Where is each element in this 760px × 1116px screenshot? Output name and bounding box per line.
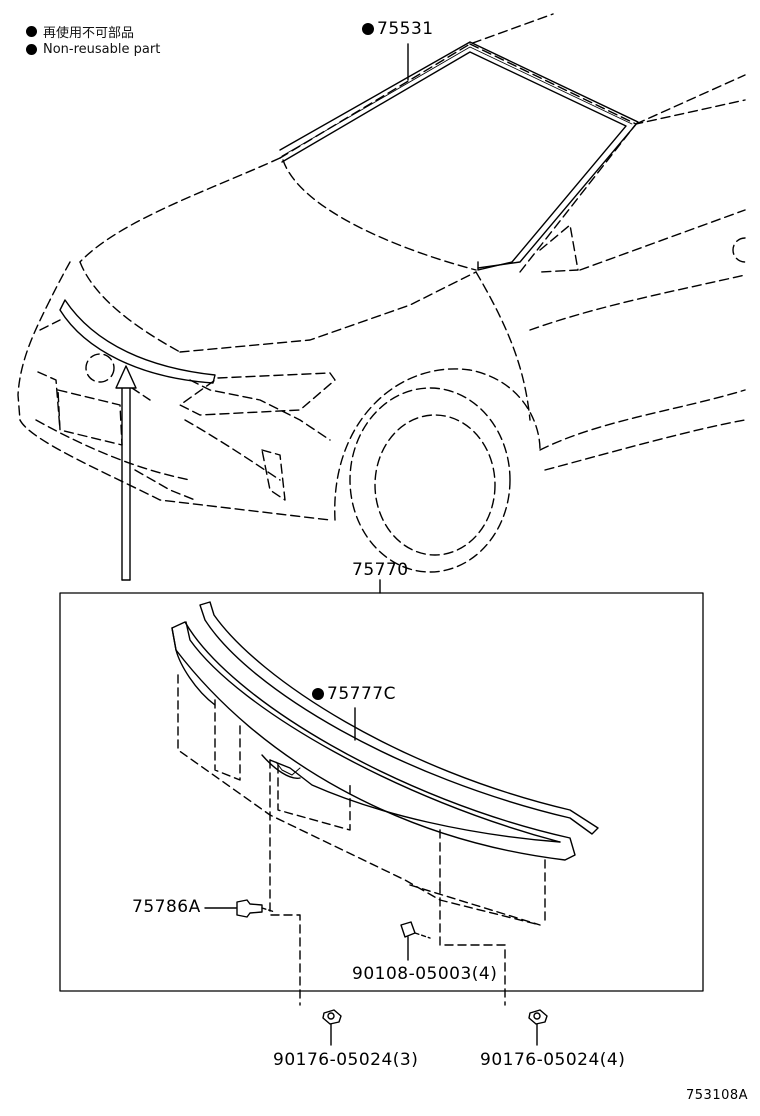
subassembly-box: [59, 592, 704, 992]
label-75786A[interactable]: 75786A: [132, 897, 201, 917]
bullet-icon: [26, 26, 37, 37]
car-outline: [17, 13, 746, 573]
label-90176-05024-a[interactable]: 90176-05024(3): [273, 1050, 419, 1070]
hidden-lines: [177, 674, 546, 1006]
nut-90176-a: [322, 1009, 342, 1046]
legend-jp: 再使用不可部品: [26, 22, 134, 41]
figure-id: 753108A: [686, 1088, 749, 1103]
legend-jp-text: 再使用不可部品: [43, 26, 135, 41]
hood-molding-on-car: [59, 299, 216, 384]
label-75777C[interactable]: 75777C: [312, 684, 396, 704]
windshield-molding: [279, 41, 639, 271]
label-90176-05024-b[interactable]: 90176-05024(4): [480, 1050, 626, 1070]
clip-90108: [400, 921, 431, 961]
non-reusable-bullet-icon: [362, 23, 374, 35]
non-reusable-bullet-icon: [312, 688, 324, 700]
bullet-icon: [26, 44, 37, 55]
label-90108-05003[interactable]: 90108-05003(4): [352, 964, 498, 984]
nut-90176-b: [528, 1009, 548, 1046]
assembly-arrow: [115, 365, 137, 581]
label-75531[interactable]: 75531: [362, 19, 434, 39]
legend-en: Non-reusable part: [26, 42, 160, 57]
label-75770[interactable]: 75770: [352, 560, 409, 580]
hood-molding-body: [171, 621, 576, 861]
clip-75786A: [204, 899, 276, 918]
legend-en-text: Non-reusable part: [43, 42, 161, 57]
molding-strip: [199, 601, 599, 835]
